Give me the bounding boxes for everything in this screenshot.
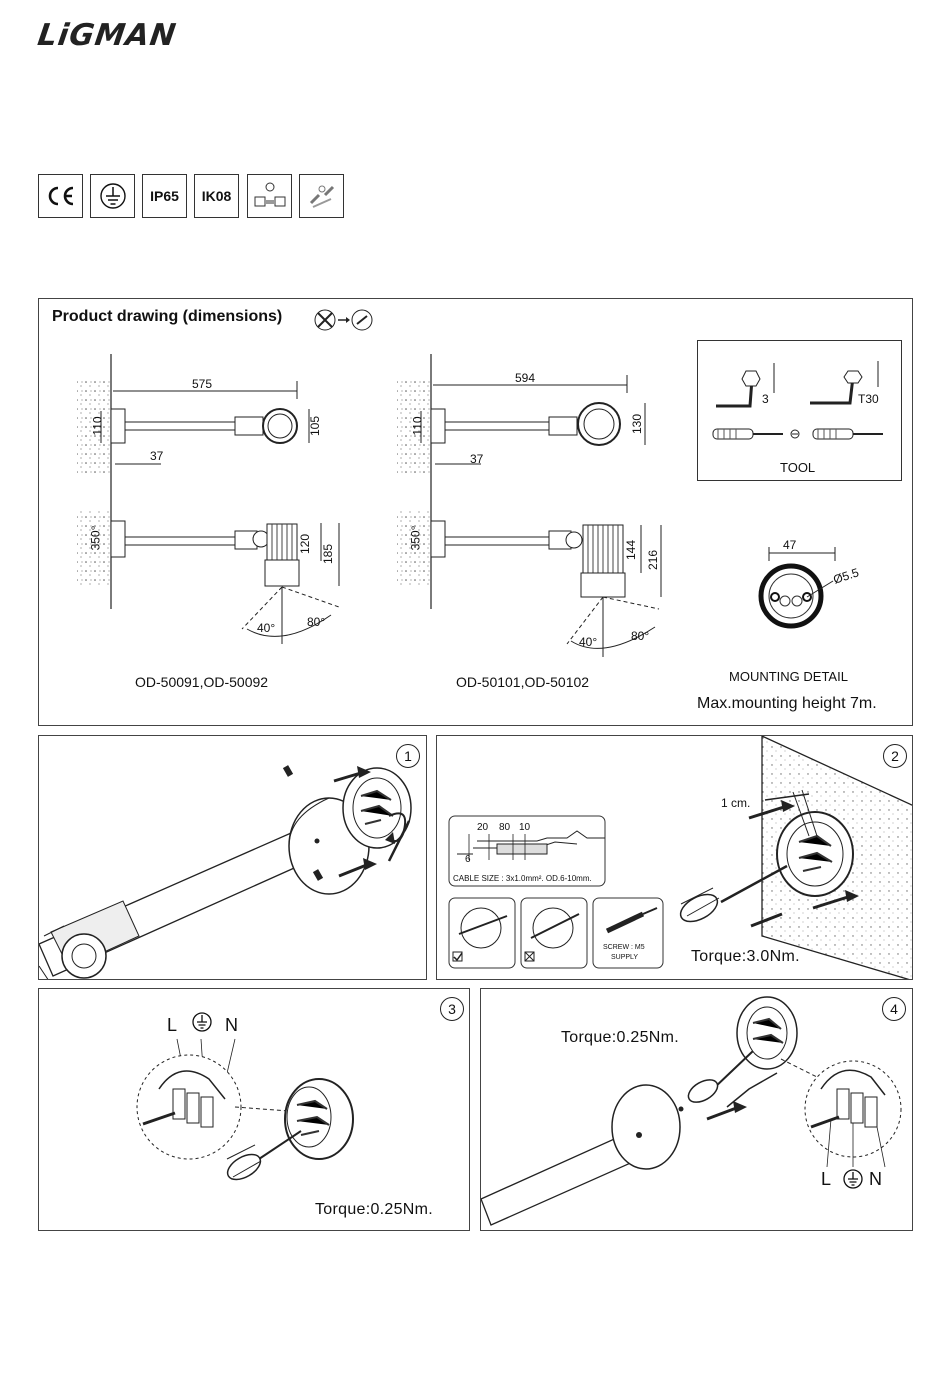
product-drawing-title: Product drawing (dimensions) xyxy=(52,308,283,325)
tool-torx-size: T30 xyxy=(858,392,879,406)
a-rotation: 350° xyxy=(88,525,103,551)
replace-lamp-icon xyxy=(299,174,344,218)
step-4-live-label: L xyxy=(821,1169,832,1189)
step-4-panel: 4 Torque:0.25Nm. L N xyxy=(480,988,913,1231)
a-gap: 37 xyxy=(150,449,164,463)
step-3-live-label: L xyxy=(167,1015,178,1035)
a-angle-right: 80° xyxy=(307,615,326,629)
ligman-logo: LiGMAN xyxy=(35,18,179,53)
ce-mark-icon xyxy=(38,174,83,218)
max-mounting-height: Max.mounting height 7m. xyxy=(697,695,877,712)
mounting-detail-label: MOUNTING DETAIL xyxy=(729,669,848,684)
a-wall-height: 110 xyxy=(90,416,105,436)
mounting-detail-drawing xyxy=(758,547,836,629)
tool-box: 3 T30 TOOL xyxy=(697,340,902,481)
a-length: 575 xyxy=(192,377,213,391)
step-3-number: 3 xyxy=(440,997,464,1021)
product-drawing-panel: Product drawing (dimensions) xyxy=(38,298,913,726)
b-body-height: 144 xyxy=(624,539,639,561)
step-2-panel: 2 xyxy=(436,735,913,980)
ik08-badge: IK08 xyxy=(194,174,239,218)
step-3-torque: Torque:0.25Nm. xyxy=(315,1201,434,1218)
model-b-name: OD-50101,OD-50102 xyxy=(456,674,590,690)
tool-label: TOOL xyxy=(780,460,816,475)
strip-length: 1 cm. xyxy=(721,796,751,810)
strip-dim-10: 10 xyxy=(519,822,531,833)
earth-ground-icon xyxy=(90,174,135,218)
step-4-neutral-label: N xyxy=(869,1169,882,1189)
step-2-illustration xyxy=(448,736,912,979)
step-4-earth-icon xyxy=(843,1169,863,1189)
step-2-torque: Torque:3.0Nm. xyxy=(691,948,800,965)
step-1-illustration xyxy=(39,765,412,979)
step-3-panel: 3 L N Torque:0.25Nm. xyxy=(38,988,470,1231)
step-4-number: 4 xyxy=(882,997,906,1021)
model-b-drawing xyxy=(397,354,662,657)
b-gap: 37 xyxy=(470,452,484,466)
b-total-height: 216 xyxy=(646,549,661,571)
driver-symbol-icon xyxy=(247,174,292,218)
mounting-width: 47 xyxy=(783,538,797,552)
step-3-illustration xyxy=(136,1038,354,1181)
b-angle-left: 40° xyxy=(579,635,598,649)
ip65-badge: IP65 xyxy=(142,174,187,218)
step-3-neutral-label: N xyxy=(225,1015,238,1035)
screw-supply: SUPPLY xyxy=(611,954,639,961)
a-total-height: 185 xyxy=(321,543,336,565)
model-a-name: OD-50091,OD-50092 xyxy=(135,674,269,690)
b-length: 594 xyxy=(515,371,536,385)
b-head-height: 130 xyxy=(630,413,645,435)
strip-dim-80: 80 xyxy=(499,822,511,833)
step-1-panel: 1 xyxy=(38,735,427,980)
a-angle-left: 40° xyxy=(257,621,276,635)
model-a-drawing xyxy=(77,354,340,644)
cable-size: CABLE SIZE : 3x1.0mm². OD.6-10mm. xyxy=(453,874,592,883)
a-head-height: 105 xyxy=(308,415,323,437)
step-2-number: 2 xyxy=(883,744,907,768)
b-angle-right: 80° xyxy=(631,629,650,643)
b-wall-height: 110 xyxy=(410,416,425,436)
screw-size: SCREW : M5 xyxy=(603,944,645,951)
b-rotation: 350° xyxy=(408,525,423,551)
tool-to-mount-icon xyxy=(314,309,373,331)
step-4-torque: Torque:0.25Nm. xyxy=(561,1029,680,1046)
step-3-earth-icon xyxy=(192,1012,212,1032)
strip-dim-6: 6 xyxy=(465,854,471,865)
tool-hex-size: 3 xyxy=(762,392,769,406)
step-1-number: 1 xyxy=(396,744,420,768)
strip-dim-20: 20 xyxy=(477,822,489,833)
a-body-height: 120 xyxy=(298,533,313,555)
step-4-illustration xyxy=(481,996,902,1226)
